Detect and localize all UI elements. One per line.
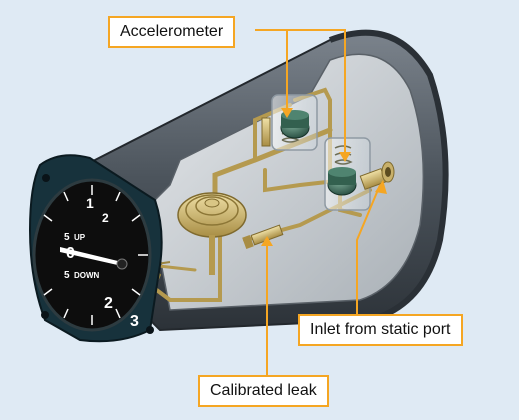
leader-lines xyxy=(255,29,381,375)
leader-arrowheads xyxy=(261,108,387,246)
dial-pointer xyxy=(60,247,122,266)
inlet-label: Inlet from static port xyxy=(298,314,463,346)
dial-down-five: 5 xyxy=(64,270,70,281)
accelerometer-label: Accelerometer xyxy=(108,16,236,48)
accelerometer-right xyxy=(324,137,371,211)
leader-inlet xyxy=(356,184,381,320)
static-inlet-fitting xyxy=(359,161,395,190)
dial-one: 1 xyxy=(86,195,94,211)
dial-down-text: DOWN xyxy=(74,271,100,280)
dial-two-top: 2 xyxy=(102,211,109,225)
diaphragm xyxy=(177,192,247,275)
calibrated-leak-label: Calibrated leak xyxy=(198,375,329,407)
dial-three: 3 xyxy=(130,313,139,330)
dial-up-text: UP xyxy=(74,233,86,242)
dial-face: 0 5 UP 5 DOWN 1 2 3 2 xyxy=(32,178,152,332)
dial-up-five: 5 xyxy=(64,232,70,243)
dial-two: 2 xyxy=(104,295,113,312)
leader-accelerometer-right xyxy=(287,29,346,152)
